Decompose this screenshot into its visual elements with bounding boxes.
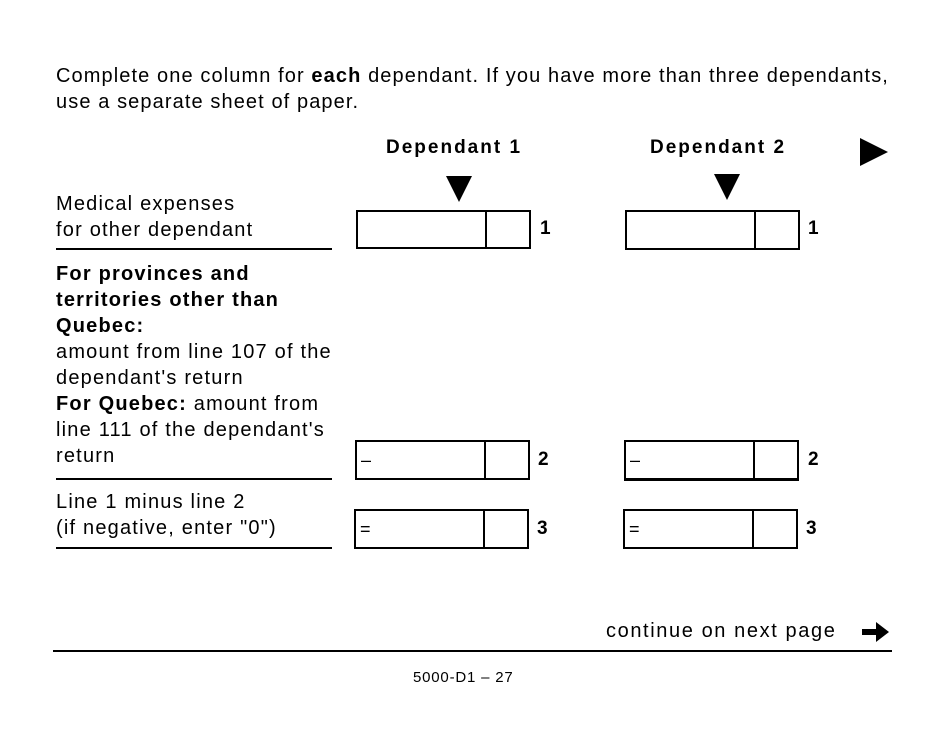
line-number-1: 1 xyxy=(808,218,819,239)
line-1-dependant-2-dollars-input[interactable] xyxy=(627,212,754,248)
line-3-dependant-2-dollars-input[interactable]: = xyxy=(629,518,640,539)
right-triangle-icon xyxy=(860,138,888,166)
line-number-2: 2 xyxy=(808,449,819,470)
line-1-dependant-1-field[interactable] xyxy=(356,210,531,249)
line-2-label: For provinces and territories other than… xyxy=(56,261,332,469)
down-triangle-icon xyxy=(714,174,740,200)
line-1-label-text: for other dependant xyxy=(56,219,254,241)
line-number-2: 2 xyxy=(538,449,549,470)
line-3-dependant-2-cents-input[interactable] xyxy=(752,511,796,547)
footer-divider xyxy=(53,650,892,652)
line-number-3: 3 xyxy=(806,518,817,539)
divider xyxy=(56,547,332,549)
line-2-label-quebec-text: amount from line 111 of the dependant's … xyxy=(56,393,326,467)
line-2-dependant-2-field[interactable]: – xyxy=(624,440,799,481)
instructions-emphasis: each xyxy=(311,65,362,87)
line-2-dependant-1-cents-input[interactable] xyxy=(484,442,528,478)
line-2-dependant-1-field[interactable]: – xyxy=(355,440,530,480)
line-2-label-quebec-heading: For Quebec: xyxy=(56,393,187,415)
divider xyxy=(56,248,332,250)
line-2-dependant-2-dollars-input[interactable]: – xyxy=(630,449,641,470)
line-1-dependant-2-field[interactable] xyxy=(625,210,800,250)
line-1-label: Medical expenses for other dependant xyxy=(56,191,332,243)
column-heading-dependant-2: Dependant 2 xyxy=(650,137,787,158)
line-3-label-text: (if negative, enter "0") xyxy=(56,517,277,539)
line-3-label-text: Line 1 minus line 2 xyxy=(56,491,246,513)
line-3-label: Line 1 minus line 2 (if negative, enter … xyxy=(56,489,332,541)
divider xyxy=(56,478,332,480)
line-2-label-heading: For provinces and territories other than… xyxy=(56,263,280,337)
line-3-dependant-2-field[interactable]: = xyxy=(623,509,798,549)
instructions-paragraph: Complete one column for each dependant. … xyxy=(56,63,896,115)
instructions-text: Complete one column for xyxy=(56,65,312,87)
line-number-3: 3 xyxy=(537,518,548,539)
line-1-dependant-2-cents-input[interactable] xyxy=(754,212,798,248)
line-3-dependant-1-cents-input[interactable] xyxy=(483,511,527,547)
right-arrow-icon xyxy=(862,621,890,648)
line-3-dependant-1-field[interactable]: = xyxy=(354,509,529,549)
line-number-1: 1 xyxy=(540,218,551,239)
down-triangle-icon xyxy=(446,176,472,202)
page-number: 5000-D1 – 27 xyxy=(413,669,514,686)
line-1-dependant-1-dollars-input[interactable] xyxy=(358,212,485,247)
line-2-label-text: amount from line 107 of the dependant's … xyxy=(56,341,332,389)
line-2-dependant-1-dollars-input[interactable]: – xyxy=(361,449,372,470)
line-1-label-text: Medical expenses xyxy=(56,193,236,215)
line-3-dependant-1-dollars-input[interactable]: = xyxy=(360,518,371,539)
instructions-text-continued: dependant. If you have more than three d… xyxy=(56,65,889,113)
line-2-dependant-2-cents-input[interactable] xyxy=(753,442,797,478)
column-heading-dependant-1: Dependant 1 xyxy=(386,137,523,158)
continue-on-next-page-text: continue on next page xyxy=(606,620,837,642)
line-1-dependant-1-cents-input[interactable] xyxy=(485,212,529,247)
